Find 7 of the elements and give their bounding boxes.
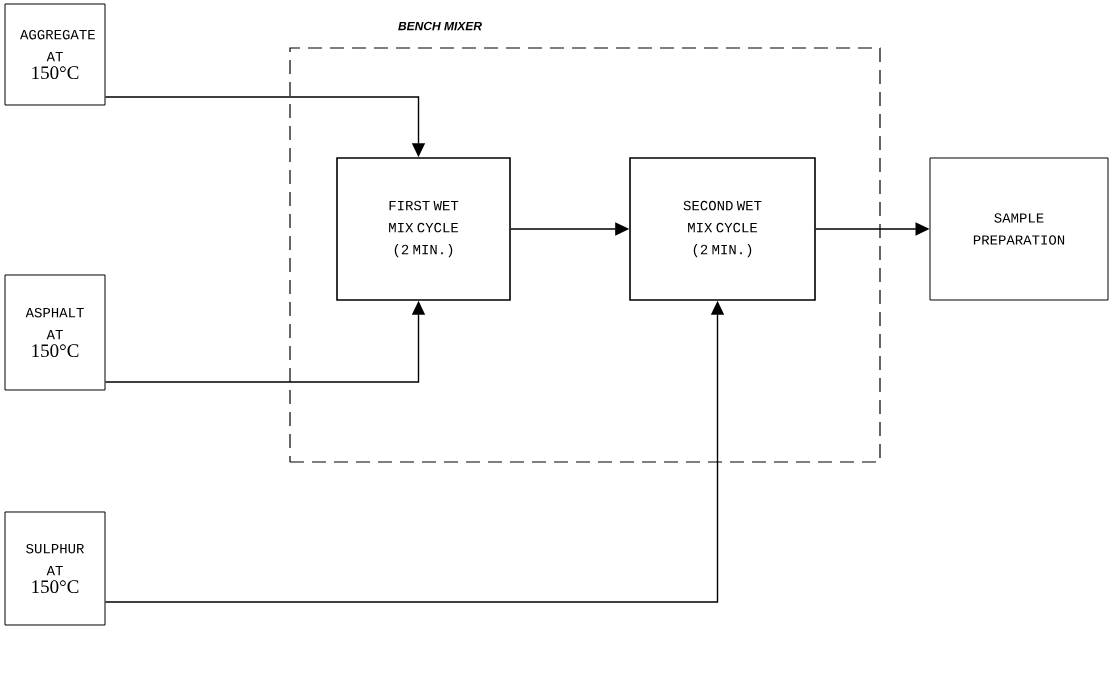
- box-title: BENCH MIXER: [398, 21, 482, 31]
- input-box: AGGREGATE AT 150°C: [4, 3, 106, 106]
- process-box: SAMPLE PREPARATION: [929, 157, 1109, 301]
- process-box: FIRST WET MIX CYCLE (2 MIN.): [336, 157, 511, 301]
- input-box: SULPHUR AT 150°C: [4, 511, 106, 626]
- input-box: ASPHALT AT 150°C: [4, 274, 106, 391]
- process-box: SECOND WET MIX CYCLE (2 MIN.): [629, 157, 816, 301]
